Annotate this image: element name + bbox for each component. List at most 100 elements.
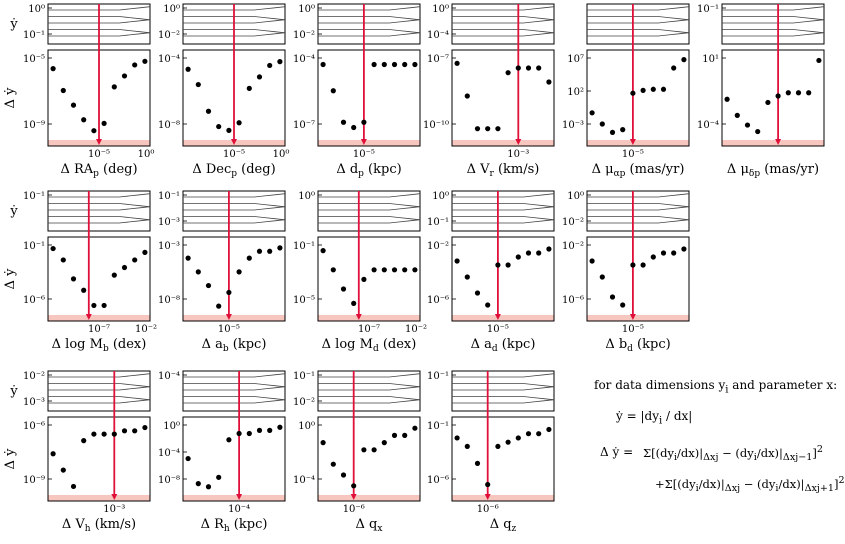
tolerance-band	[587, 315, 689, 321]
data-point	[50, 451, 56, 457]
line1-dxjm1: Δx	[782, 452, 796, 464]
x-axis-label: Δ ad (kpc)	[471, 337, 536, 354]
line1-subj: j	[715, 452, 719, 464]
data-point	[205, 484, 212, 490]
x-tick-label: 10⁻²	[135, 324, 157, 335]
top-frame	[47, 190, 151, 232]
line1-sub-i: i	[673, 452, 678, 464]
derivative-line	[318, 203, 421, 208]
data-point	[91, 128, 97, 134]
derivative-line	[587, 206, 690, 211]
data-point	[361, 447, 367, 453]
data-point	[599, 121, 605, 127]
data-point	[195, 481, 201, 487]
optimal-step-arrow	[231, 139, 237, 145]
top-y-tick-label: 10⁻³	[158, 217, 180, 228]
optimal-step-arrow	[360, 139, 367, 145]
derivative-line	[183, 373, 286, 378]
x-tick-label: 10⁰	[273, 149, 290, 160]
derivative-line	[183, 193, 286, 198]
x-axis-label: Δ ab (kpc)	[202, 337, 267, 354]
data-point	[277, 424, 283, 430]
derivative-line	[318, 386, 421, 391]
data-point	[816, 57, 822, 64]
bottom-y-tick-label: 10⁻⁵	[23, 54, 45, 65]
data-point	[121, 428, 128, 434]
top-frame	[47, 370, 151, 412]
top-y-axis-label: ẏ	[9, 17, 18, 32]
top-y-tick-label: 10⁰	[432, 191, 449, 202]
bottom-y-axis-label: Δ ẏ	[3, 87, 18, 109]
line1-b: /dx)|	[677, 445, 704, 460]
tolerance-band	[318, 315, 420, 321]
derivative-line	[183, 206, 286, 211]
bottom-frame	[317, 236, 421, 322]
bottom-frame	[586, 49, 690, 147]
data-point	[671, 250, 677, 256]
x-axis-label: Δ bd (kpc)	[605, 337, 670, 354]
derivative-line	[318, 19, 421, 24]
data-point	[226, 437, 232, 443]
bottom-frame	[586, 236, 690, 322]
derivative-line	[452, 6, 555, 11]
data-point	[361, 119, 367, 125]
data-point	[474, 290, 481, 296]
bottom-y-tick-label: 10⁻¹	[23, 241, 45, 252]
data-point	[546, 79, 552, 85]
data-point	[391, 267, 398, 273]
x-tick-label: 10⁻⁵	[88, 149, 110, 160]
data-point	[330, 88, 336, 94]
top-frame	[451, 370, 555, 412]
data-point	[464, 93, 470, 99]
data-point	[474, 126, 481, 132]
line1-sub-i2: i	[753, 452, 757, 464]
data-point	[246, 255, 252, 261]
data-point	[536, 65, 542, 71]
tolerance-band	[318, 495, 420, 501]
data-point	[412, 425, 418, 431]
derivative-line	[48, 216, 151, 221]
line2-sub-i: i	[695, 483, 699, 495]
derivative-line	[722, 19, 825, 24]
bottom-y-tick-label: 10⁻⁶	[23, 421, 45, 432]
line1-c: − (dy	[718, 445, 754, 460]
data-point	[495, 443, 501, 450]
data-point	[132, 62, 138, 68]
bottom-frame	[721, 49, 825, 147]
data-point	[195, 269, 201, 275]
data-point	[60, 467, 66, 473]
line2-d: /dx)|	[778, 476, 805, 491]
top-y-tick-label: 10⁻¹	[23, 191, 45, 202]
data-point	[515, 65, 521, 71]
data-point	[734, 112, 740, 118]
top-frame	[317, 3, 421, 45]
data-point	[351, 483, 357, 489]
data-point	[806, 90, 812, 96]
data-point	[381, 440, 387, 446]
data-point	[495, 262, 501, 268]
line1-subjm1: j−1	[795, 452, 813, 464]
bottom-y-tick-label: 10⁻²	[427, 241, 449, 252]
line2-a: +Σ[(dy	[655, 476, 696, 491]
data-point	[640, 87, 646, 93]
data-point	[70, 483, 77, 490]
data-point	[371, 61, 377, 68]
data-point	[464, 274, 470, 280]
bottom-frame	[451, 49, 555, 147]
data-point	[81, 117, 87, 123]
data-point	[546, 426, 552, 433]
legend-intro: for data dimensions yi and parameter x:	[594, 378, 837, 395]
data-point	[142, 58, 148, 64]
top-y-tick-label: 10⁻¹	[23, 30, 45, 41]
data-point	[546, 246, 552, 252]
data-point	[185, 66, 191, 72]
x-tick-label: 10⁻⁷	[358, 324, 380, 335]
derivative-line	[318, 6, 421, 11]
line2-b: /dx)|	[698, 476, 725, 491]
data-point	[381, 61, 387, 68]
data-point	[226, 127, 232, 133]
data-point	[142, 424, 148, 431]
bottom-y-tick-label: 10⁻³	[562, 120, 584, 131]
data-point	[536, 431, 542, 437]
